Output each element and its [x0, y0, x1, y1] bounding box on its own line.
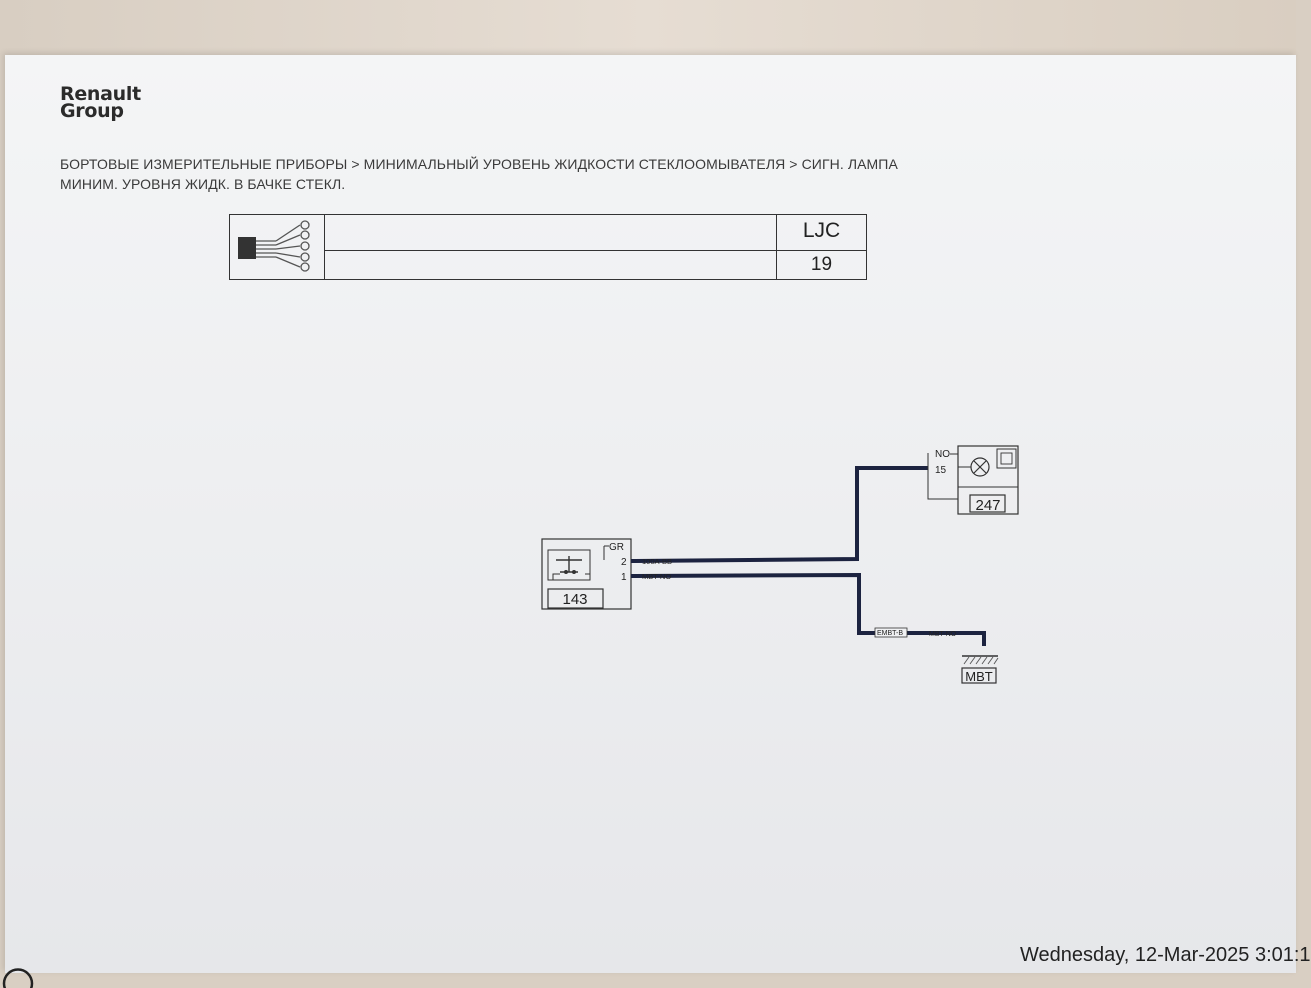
camera-watermark-icon [0, 958, 40, 988]
lamp-pin: 15 [935, 465, 947, 476]
wire-mbt-no: MBT-NO EMBT-B MBT-NO [631, 572, 984, 646]
splice-label: EMBT-B [877, 630, 903, 637]
lamp-component-247: 247 NO 15 [928, 446, 1018, 514]
wire-label-upper: 100A-BB [642, 557, 672, 566]
switch-component-143: 143 GR 2 1 [542, 539, 631, 609]
wire-100a-bb: 100A-BB [631, 468, 928, 566]
photo-timestamp: Wednesday, 12-Mar-2025 3:01:1 [1020, 944, 1311, 967]
wire-label-lower: MBT-NO [642, 572, 671, 581]
switch-pin-2: 2 [621, 557, 627, 568]
ground-wire-label: MBT-NO [929, 631, 957, 638]
ground-label: MBT [965, 669, 993, 684]
lamp-number: 247 [975, 497, 1000, 514]
lamp-connector-label: NO [935, 449, 950, 460]
switch-pin-1: 1 [621, 572, 627, 583]
switch-connector-label: GR [609, 542, 624, 553]
wiring-diagram: 143 GR 2 1 100A-BB MBT-NO EMBT-B MBT-NO … [0, 0, 1296, 973]
ground-symbol-mbt: MBT [962, 656, 998, 684]
switch-number: 143 [562, 591, 587, 608]
